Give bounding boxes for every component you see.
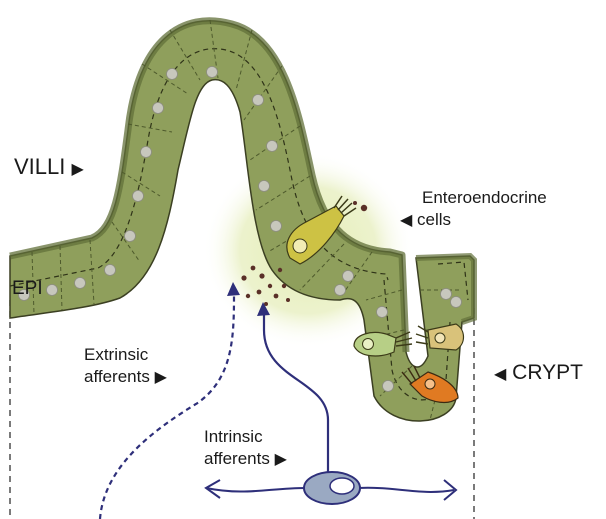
arrow-right-icon: ▶ bbox=[155, 369, 167, 386]
arrow-left-icon: ◀ bbox=[494, 366, 506, 383]
intrinsic-label-line2: afferents bbox=[204, 449, 270, 468]
arrow-right-icon: ▶ bbox=[72, 161, 84, 178]
villi-label: VILLI ▶ bbox=[14, 154, 84, 180]
epi-label: EPI bbox=[12, 278, 43, 300]
crypt-label: ◀ CRYPT bbox=[494, 361, 583, 385]
enteroendocrine-label-line1: Enteroendocrine bbox=[422, 187, 547, 209]
enteroendocrine-cell-tan bbox=[416, 324, 464, 350]
crypt-label-text: CRYPT bbox=[512, 361, 583, 384]
extrinsic-label-line1: Extrinsic bbox=[84, 344, 167, 366]
arrow-right-icon: ▶ bbox=[275, 451, 287, 468]
intrinsic-label-line1: Intrinsic bbox=[204, 426, 287, 448]
extrinsic-label-line2: afferents bbox=[84, 367, 150, 386]
enteroendocrine-label-line2: cells bbox=[417, 210, 451, 229]
arrow-left-icon: ◀ bbox=[400, 212, 412, 229]
villi-label-text: VILLI bbox=[14, 154, 65, 179]
intrinsic-label: Intrinsic afferents ▶ bbox=[204, 426, 287, 471]
enteroendocrine-label: Enteroendocrine ◀ cells bbox=[422, 187, 547, 232]
extrinsic-afferent-fiber bbox=[100, 296, 234, 519]
neuron-nucleus bbox=[330, 478, 354, 494]
extrinsic-label: Extrinsic afferents ▶ bbox=[84, 344, 167, 389]
